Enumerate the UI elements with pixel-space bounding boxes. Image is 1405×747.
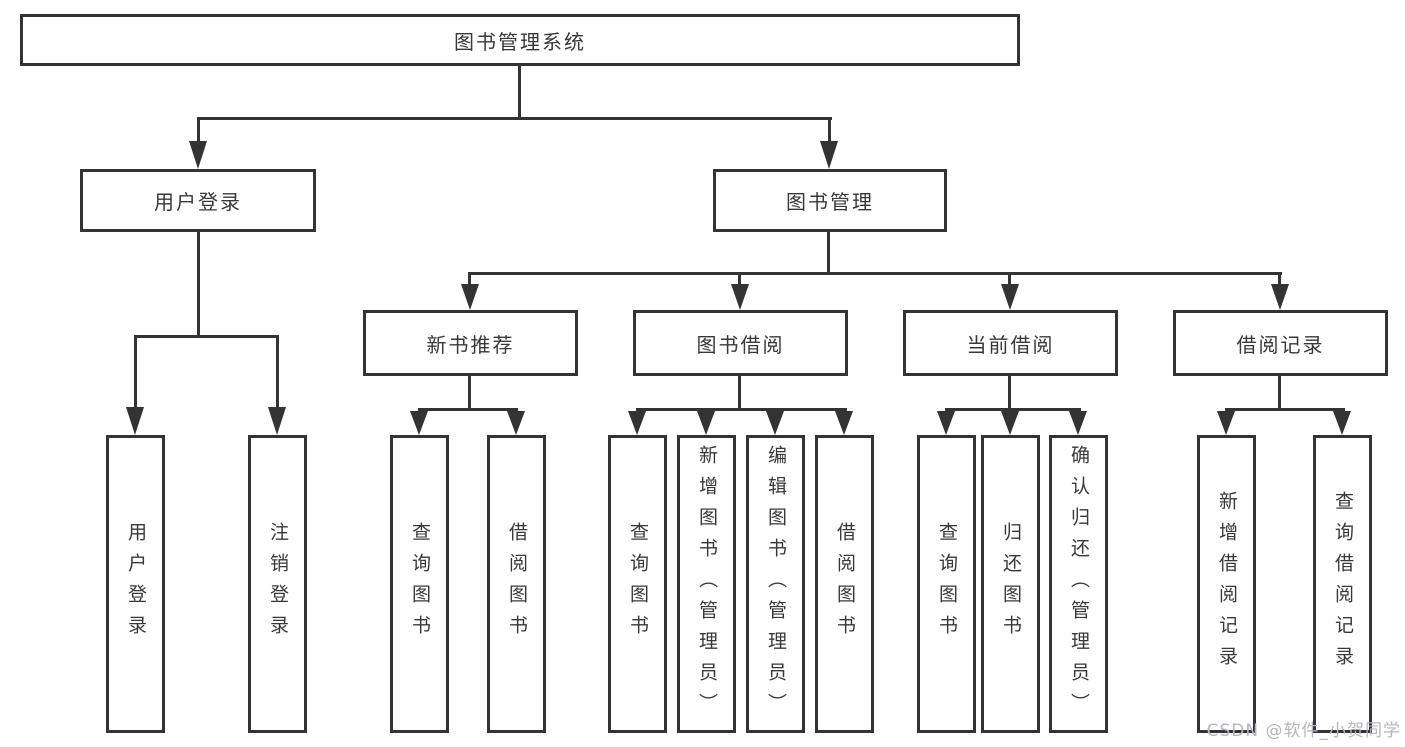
- arrow-down-icon: [937, 411, 955, 435]
- leaf-borrow-add-book-admin: 新增图书（管理员）: [677, 435, 736, 733]
- leaf-record-query-record: 查询借阅记录: [1313, 435, 1372, 733]
- connector-level1-rail: [198, 117, 832, 120]
- leaf-current-query-book: 查询图书: [917, 435, 976, 733]
- connector-l2-drop: [1278, 272, 1281, 288]
- leaf-logout: 注销登录: [248, 435, 307, 733]
- connector-root-stem: [518, 64, 521, 119]
- node-user-login: 用户登录: [80, 169, 316, 232]
- leaf-current-confirm-return-admin: 确认归还（管理员）: [1049, 435, 1108, 733]
- node-borrow-record: 借阅记录: [1173, 310, 1388, 376]
- node-book-borrow: 图书借阅: [633, 310, 848, 376]
- connector-book-mgmt-stem: [827, 232, 830, 275]
- arrow-down-icon: [1271, 284, 1289, 310]
- node-root: 图书管理系统: [20, 14, 1020, 66]
- arrow-down-icon: [835, 411, 853, 435]
- connector-current-borrow-stem: [1008, 376, 1011, 411]
- connector-book-borrow-rail: [636, 408, 847, 411]
- connector-leaf-drop: [134, 335, 137, 410]
- connector-user-login-rail: [134, 335, 279, 338]
- arrow-down-icon: [1069, 411, 1087, 435]
- arrow-down-icon: [189, 141, 207, 169]
- node-current-borrow: 当前借阅: [903, 310, 1118, 376]
- arrow-down-icon: [126, 407, 144, 435]
- connector-user-login-stem: [197, 232, 200, 338]
- connector-borrow-record-stem: [1278, 376, 1281, 411]
- leaf-user-login: 用户登录: [106, 435, 165, 733]
- connector-l2-drop: [738, 272, 741, 288]
- arrow-down-icon: [1217, 411, 1235, 435]
- node-new-book-recommend: 新书推荐: [363, 310, 578, 376]
- connector-l2-drop: [468, 272, 471, 288]
- arrow-down-icon: [1001, 411, 1019, 435]
- leaf-borrow-edit-book-admin: 编辑图书（管理员）: [746, 435, 805, 733]
- connector-new-book-rail: [418, 408, 518, 411]
- arrow-down-icon: [697, 411, 715, 435]
- leaf-current-return-book: 归还图书: [981, 435, 1040, 733]
- connector-level2-rail: [470, 272, 1282, 275]
- csdn-watermark: CSDN @软件_小贺同学: [1206, 721, 1401, 741]
- arrow-down-icon: [820, 141, 838, 169]
- leaf-borrow-query-book: 查询图书: [608, 435, 667, 733]
- arrow-down-icon: [507, 411, 525, 435]
- connector-current-borrow-rail: [945, 408, 1081, 411]
- leaf-recommend-query-book: 查询图书: [390, 435, 449, 733]
- arrow-down-icon: [1333, 411, 1351, 435]
- connector-l2-drop: [1008, 272, 1011, 288]
- connector-borrow-record-rail: [1225, 408, 1345, 411]
- arrow-down-icon: [268, 407, 286, 435]
- connector-book-borrow-stem: [738, 376, 741, 411]
- leaf-record-add-record: 新增借阅记录: [1197, 435, 1256, 733]
- arrow-down-icon: [410, 411, 428, 435]
- arrow-down-icon: [461, 284, 479, 310]
- arrow-down-icon: [628, 411, 646, 435]
- connector-new-book-stem: [468, 376, 471, 411]
- arrow-down-icon: [766, 411, 784, 435]
- leaf-borrow-borrow-book: 借阅图书: [815, 435, 874, 733]
- arrow-down-icon: [1001, 284, 1019, 310]
- node-book-management: 图书管理: [713, 169, 947, 232]
- leaf-recommend-borrow-book: 借阅图书: [487, 435, 546, 733]
- arrow-down-icon: [731, 284, 749, 310]
- connector-user-login-drop: [197, 117, 200, 145]
- connector-book-mgmt-drop: [828, 117, 831, 145]
- connector-leaf-drop: [276, 335, 279, 410]
